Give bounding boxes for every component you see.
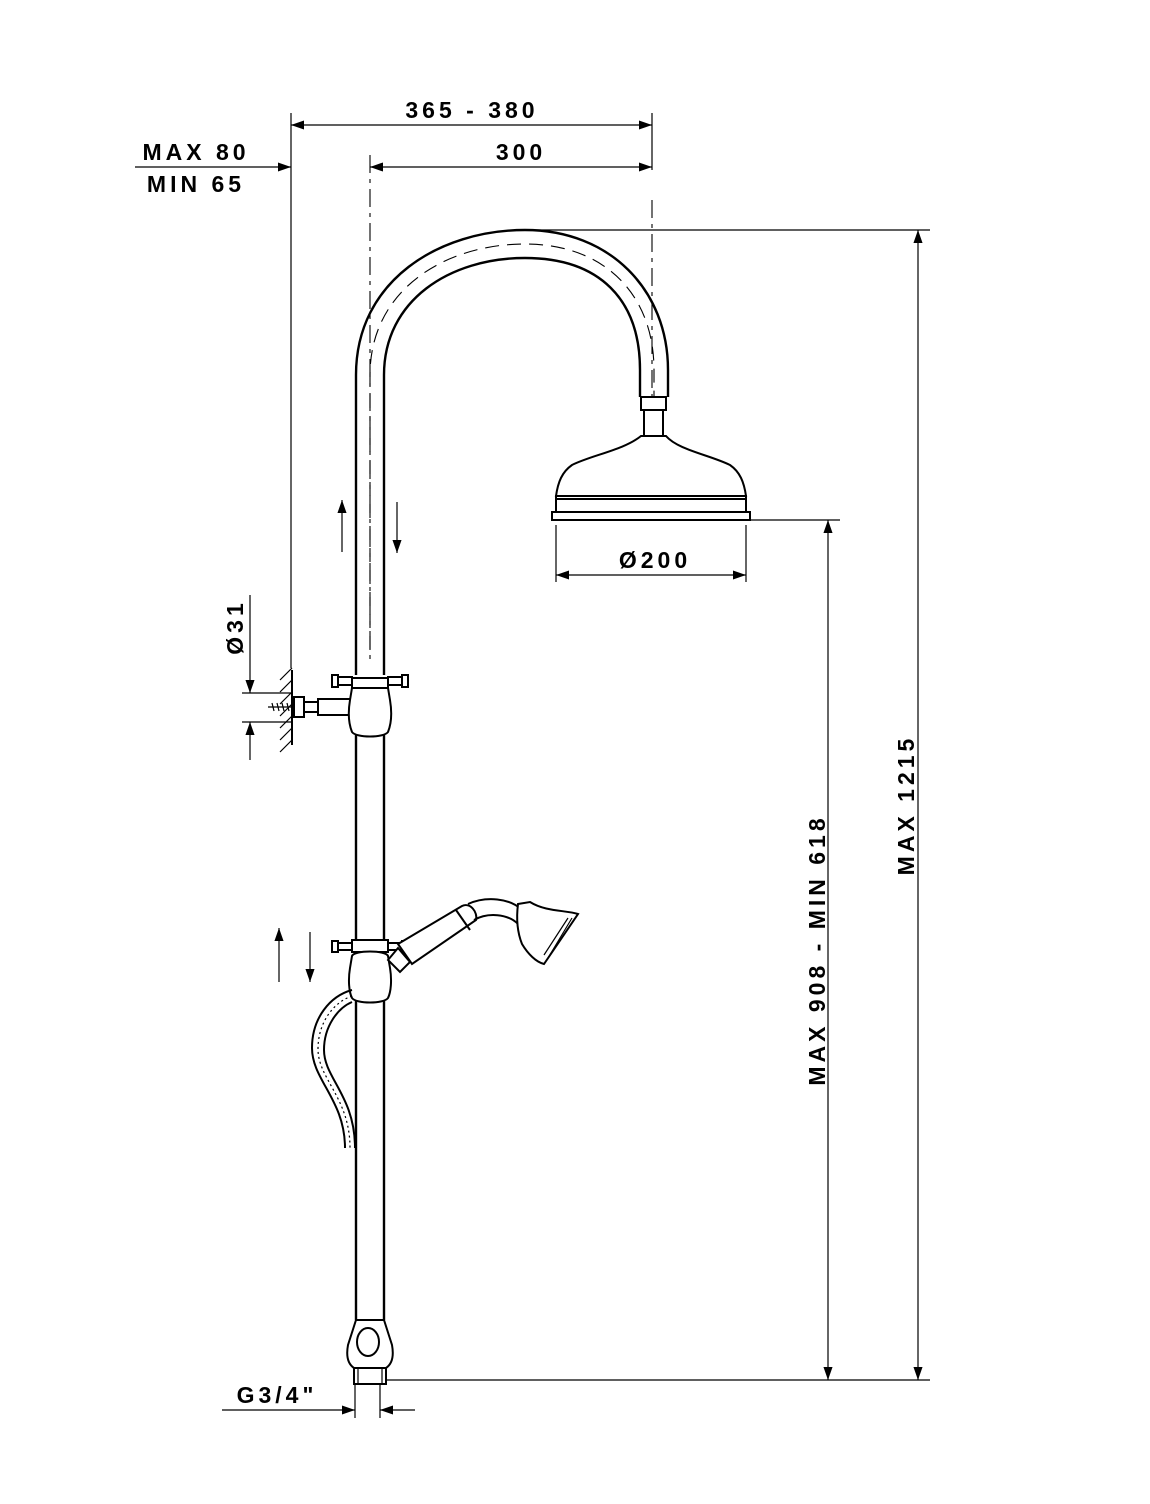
wall-offset-max-label: MAX 80: [142, 139, 249, 165]
adjustment-arrows: [274, 500, 402, 982]
overall-width-label: 365 - 380: [405, 97, 538, 123]
hand-shower-slider: [331, 898, 580, 1004]
inlet-thread-label: G3/4": [237, 1382, 318, 1408]
wall-bracket-top: [268, 667, 409, 753]
total-height-label: MAX 1215: [893, 735, 919, 876]
wall-offset-min-label: MIN 65: [147, 171, 245, 197]
head-height-label: MAX 908 - MIN 618: [804, 814, 830, 1085]
flexible-hose: [310, 989, 356, 1149]
bracket-diameter-label: Ø31: [222, 599, 248, 654]
head-diameter-label: Ø200: [619, 547, 691, 573]
arm-reach-label: 300: [496, 139, 546, 165]
bottom-inlet: [346, 1319, 394, 1385]
shower-head: [551, 396, 751, 521]
dimension-lines: [135, 113, 930, 1418]
shower-column: [354, 228, 670, 1320]
